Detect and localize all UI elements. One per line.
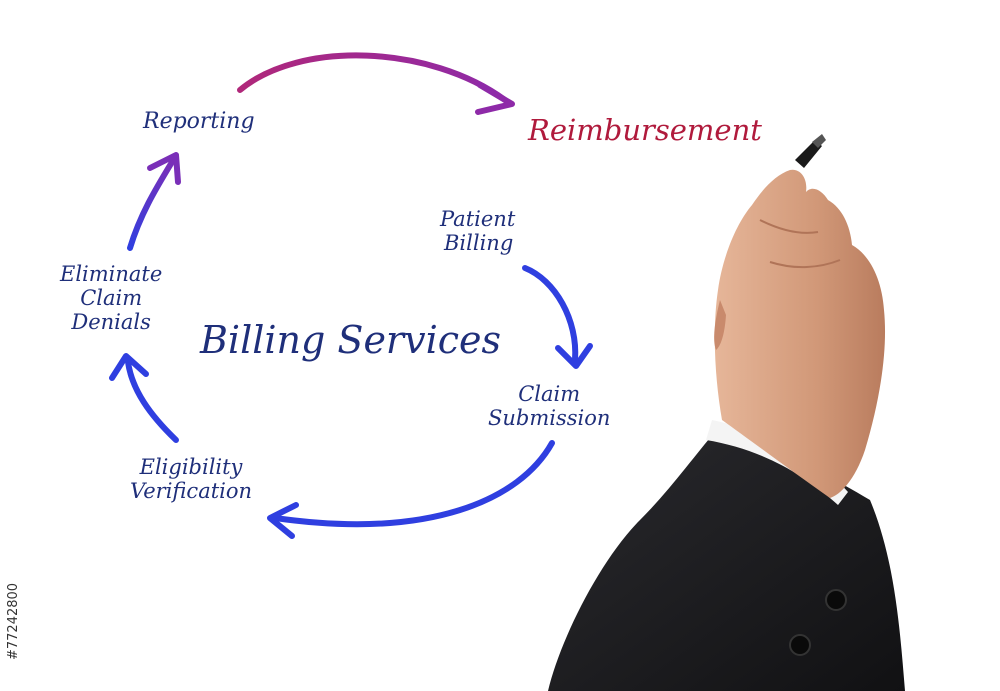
patient-billing-label: Patient Billing [440,207,515,255]
reimbursement-label: Reimbursement [528,113,762,147]
eligibility-line-1: Eligibility [139,455,243,479]
arrow-billing-to-submission [522,265,593,369]
patient-billing-line-1: Patient [440,207,516,231]
arrow-eliminate-to-reporting [127,152,181,251]
reporting-label: Reporting [143,109,255,134]
patient-billing-line-2: Billing [444,231,514,256]
eligibility-verification-label: Eligibility Verification [130,455,252,503]
eligibility-line-2: Verification [130,479,253,504]
arrow-submission-to-eligibility [267,440,555,539]
claim-submission-line-1: Claim [518,382,581,406]
eliminate-claim-denials-label: Eliminate Claim Denials [60,262,162,334]
arrow-reporting-to-reimbursement [237,52,515,115]
billing-services-title: Billing Services [200,318,501,362]
sleeve-button-icon [789,634,811,656]
hand-with-marker-illustration [548,134,905,691]
claim-submission-line-2: Submission [488,406,611,431]
eliminate-line-1: Eliminate [60,262,163,286]
eliminate-line-3: Denials [71,310,151,335]
sleeve-button-icon [825,589,847,611]
eliminate-line-2: Claim [80,286,143,311]
claim-submission-label: Claim Submission [488,382,610,430]
stock-image-id: #77242800 [6,582,21,660]
arrow-eligibility-to-eliminate [109,353,179,443]
